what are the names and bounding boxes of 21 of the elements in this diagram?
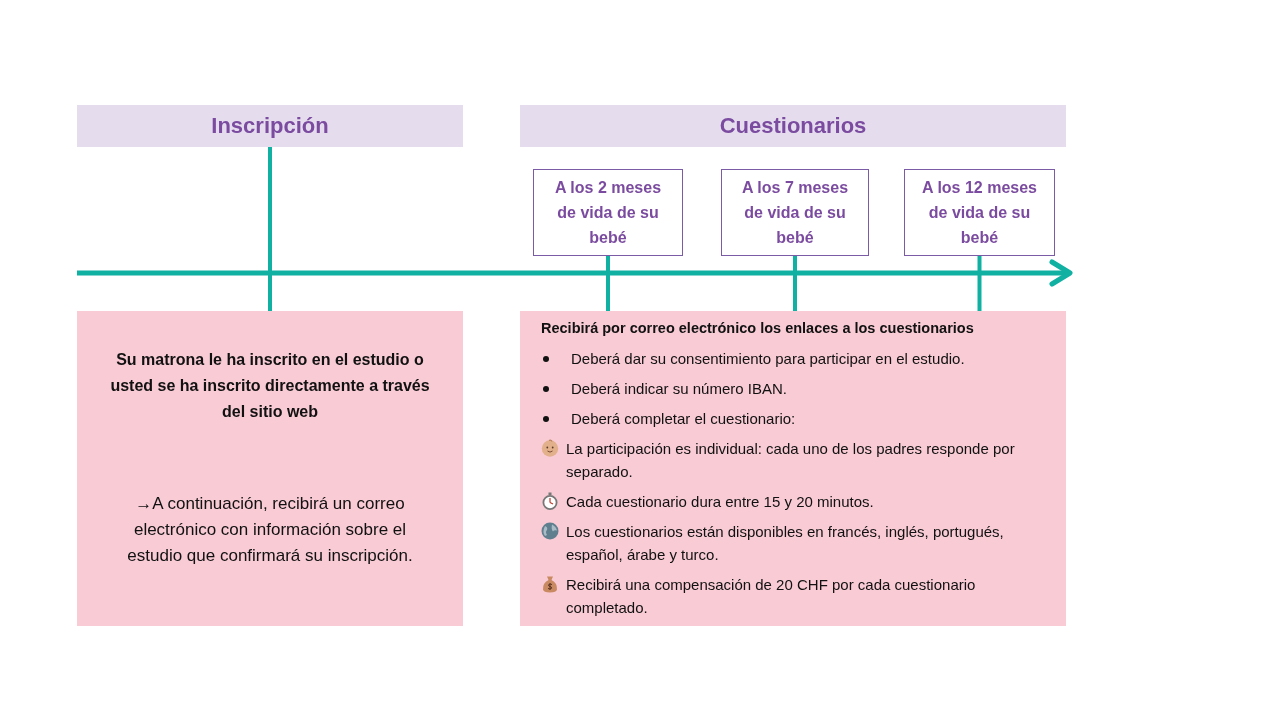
connector-line	[268, 147, 272, 311]
connector-line	[606, 256, 610, 311]
info-text: La participación es individual: cada uno de los padres responde por separado.	[566, 439, 1016, 482]
panel-text: →A continuación, recibirá un correo electrónico con información sobre el estudio que confirmará su inscripción.	[126, 493, 414, 567]
panel-heading: Su matrona le ha inscrito en el estudio o usted se ha inscrito directamente a través del sitio web	[109, 350, 431, 422]
info-panel	[77, 311, 463, 626]
panel-heading: Recibirá por correo electrónico los enlaces a los cuestionarios	[541, 320, 974, 336]
section-header: Inscripción	[77, 105, 463, 147]
bullet-text: Deberá indicar su número IBAN.	[571, 380, 787, 397]
milestone-card: A los 2 meses de vida de su bebé	[533, 169, 683, 256]
bullet-text: Deberá completar el cuestionario:	[571, 410, 796, 427]
milestone-card: A los 12 meses de vida de su bebé	[904, 169, 1055, 256]
connector-line	[977, 256, 982, 311]
milestone-card: A los 7 meses de vida de su bebé	[721, 169, 869, 256]
info-text: Los cuestionarios están disponibles en francés, inglés, portugués, español, árabe y turco.	[566, 522, 1005, 565]
info-text: Recibirá una compensación de 20 CHF por cada cuestionario completado.	[566, 575, 977, 618]
section-header: Cuestionarios	[520, 105, 1066, 147]
info-text: Cada cuestionario dura entre 15 y 20 minutos.	[566, 492, 874, 512]
bullet-text: Deberá dar su consentimiento para participar en el estudio.	[571, 350, 965, 367]
connector-line	[793, 256, 797, 311]
info-panel	[520, 311, 1066, 626]
